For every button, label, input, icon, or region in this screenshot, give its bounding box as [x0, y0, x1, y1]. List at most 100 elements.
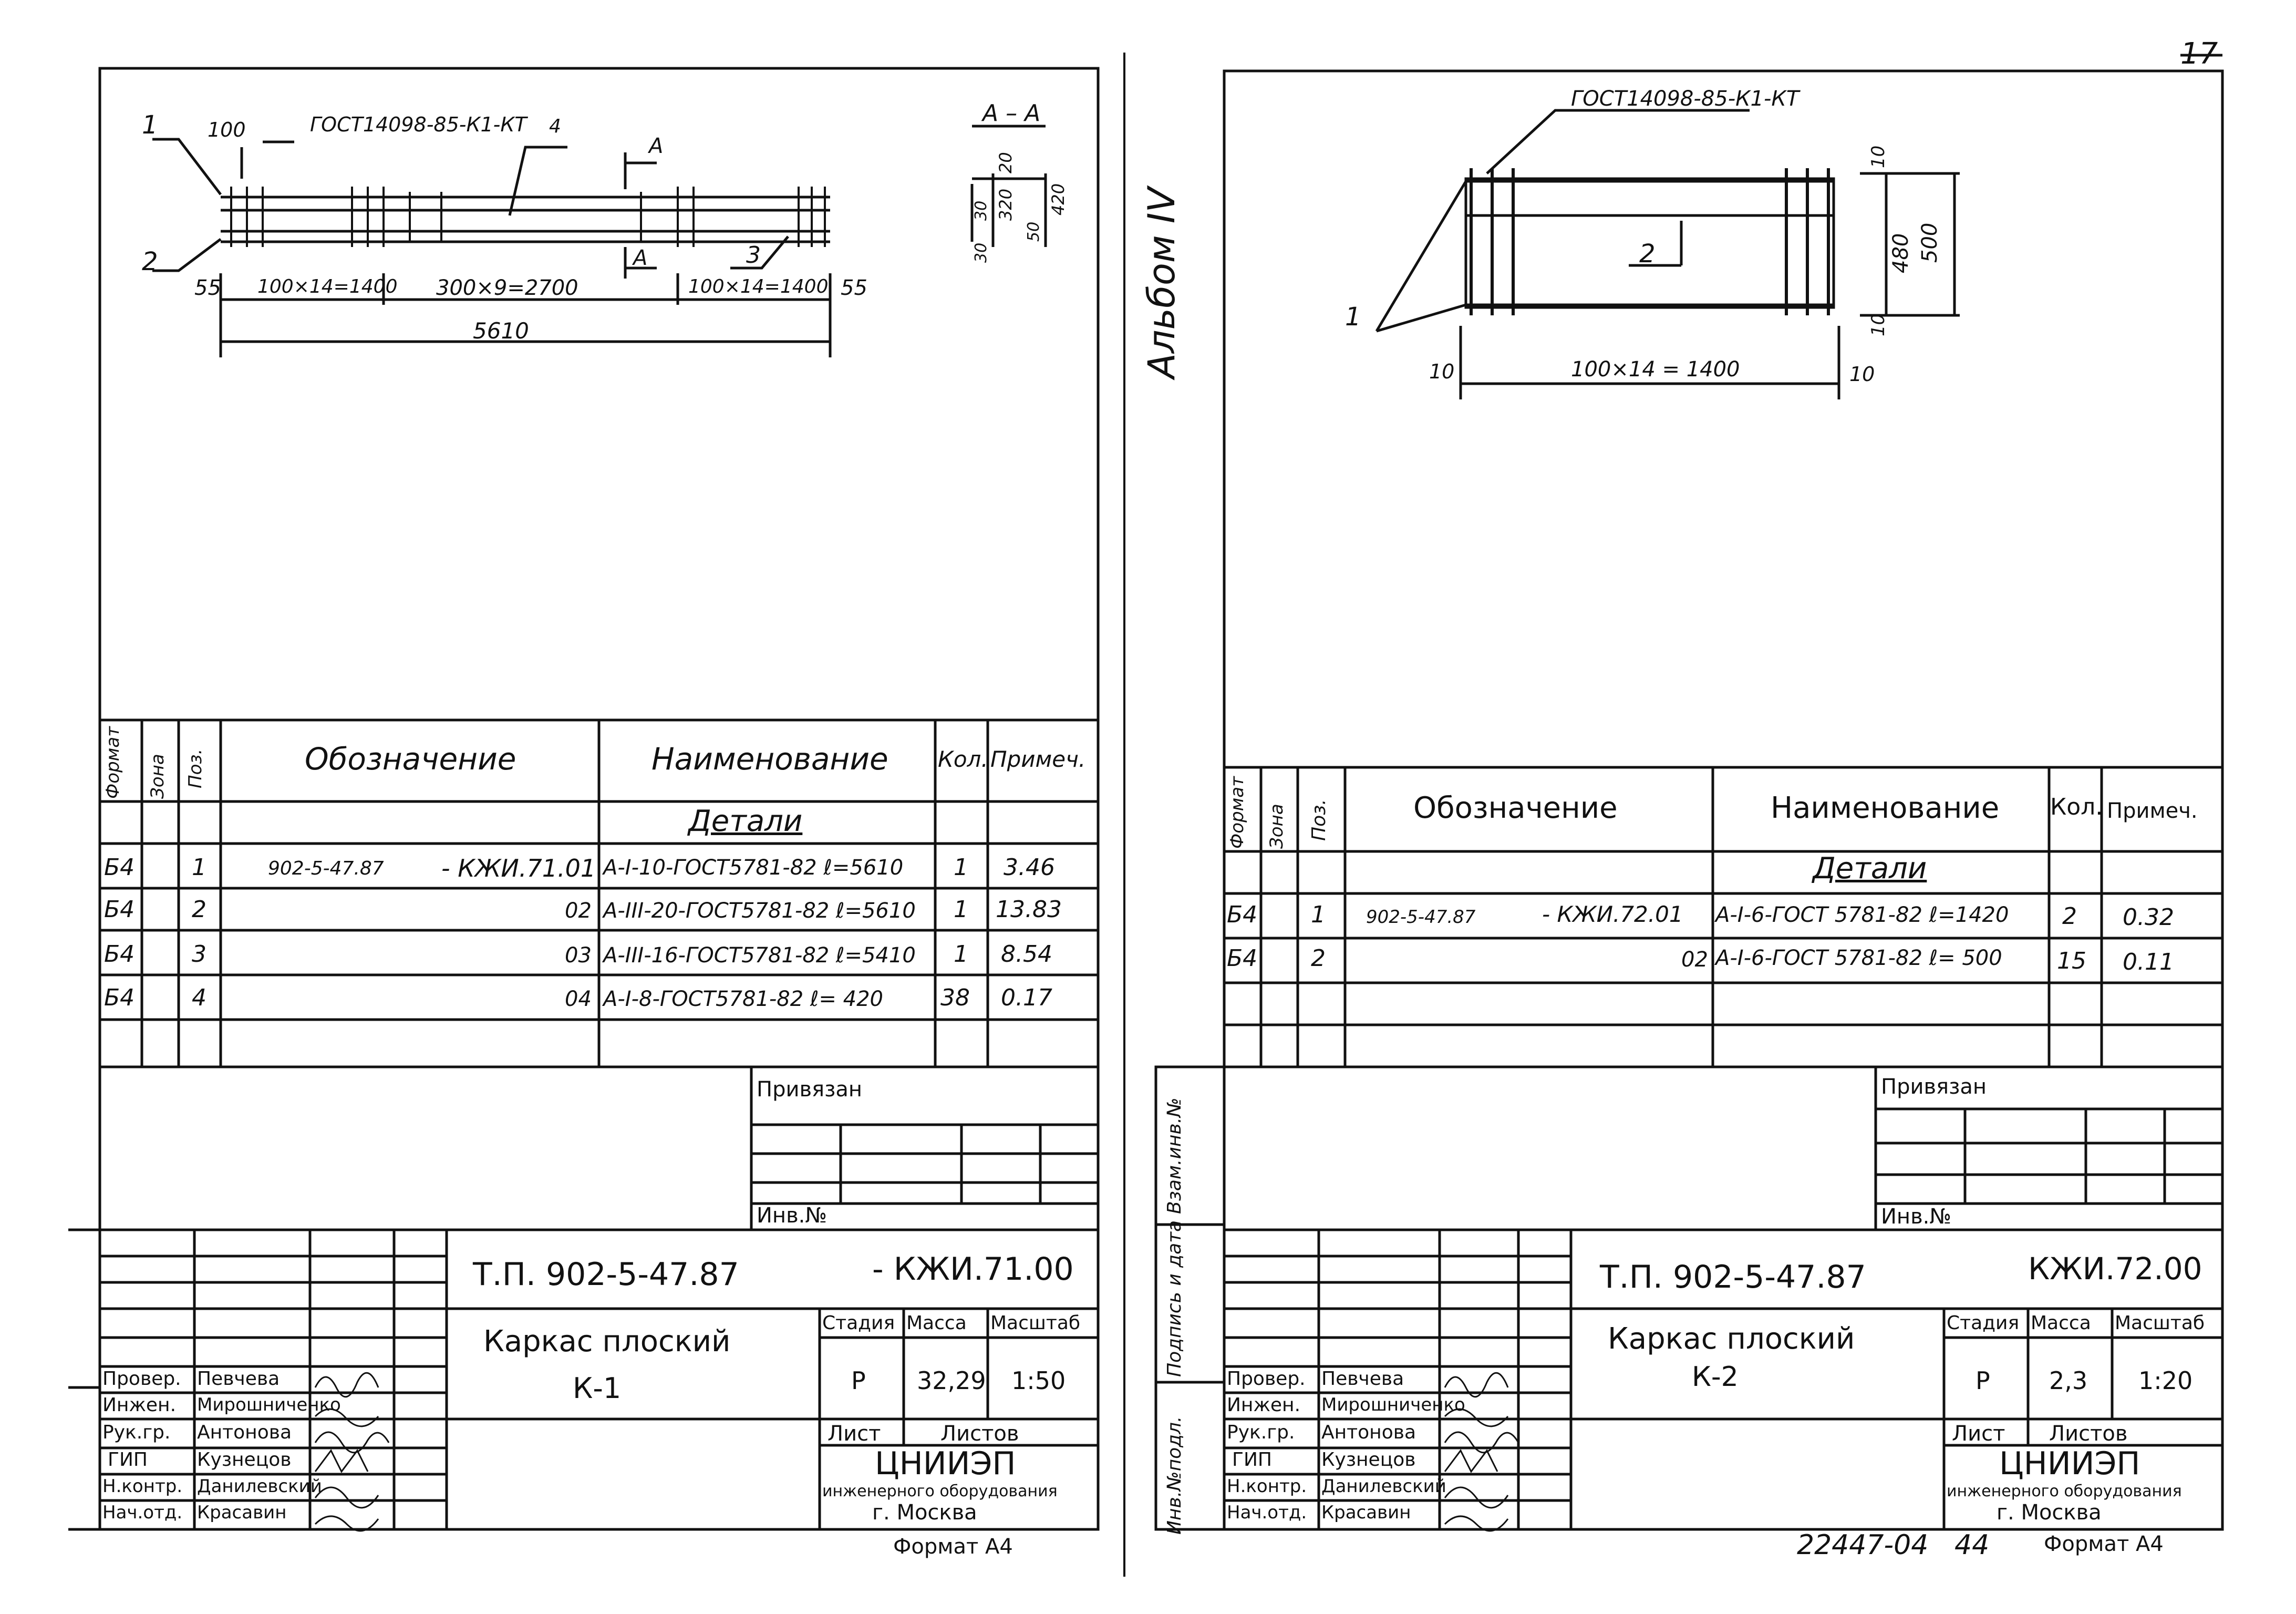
- archive-number: 22447-04: [1797, 1529, 1929, 1561]
- scale-value: 1:20: [2138, 1366, 2193, 1395]
- row-name: А-I-8-ГОСТ5781-82 ℓ= 420: [603, 987, 883, 1011]
- spec-header-designation: Обозначение: [305, 741, 516, 777]
- row-note: 0.11: [2123, 949, 2174, 975]
- row-pos: 1: [192, 854, 206, 881]
- gost-label: ГОСТ14098-85-К1-КТ: [1571, 87, 1799, 111]
- row-designation-b: 02: [565, 899, 592, 923]
- mass-label: Масса: [906, 1312, 967, 1334]
- role-label: Провер.: [1227, 1368, 1306, 1390]
- row-qty: 38: [940, 984, 970, 1011]
- row-format: Б4: [1227, 945, 1258, 972]
- spec-header-note: Примеч.: [990, 746, 1086, 772]
- archive-page: 44: [1954, 1529, 1990, 1561]
- role-label: Рук.гр.: [102, 1422, 171, 1443]
- sheets-label: Листов: [940, 1422, 1019, 1446]
- spec-header-qty: Кол.: [938, 746, 988, 772]
- sec-30b: 30: [972, 200, 990, 221]
- leader-1: 1: [1345, 302, 1361, 332]
- dim-500: 500: [1918, 222, 1942, 263]
- row-qty: 15: [2057, 948, 2086, 974]
- project-number: Т.П. 902-5-47.87: [473, 1256, 739, 1293]
- row-designation-a: 902-5-47.87: [268, 858, 384, 879]
- row-format: Б4: [104, 896, 135, 923]
- spec-header-pos: Поз.: [1308, 799, 1330, 841]
- dim-55-right: 55: [841, 276, 867, 300]
- sec-420: 420: [1048, 183, 1068, 215]
- row-note: 13.83: [996, 896, 1062, 923]
- row-note: 0.32: [2123, 904, 2174, 931]
- org-name: ЦНИИЭП: [1999, 1445, 2140, 1482]
- role-label: Рук.гр.: [1227, 1422, 1295, 1443]
- role-label: Инжен.: [102, 1394, 177, 1416]
- mass-value: 2,3: [2049, 1366, 2088, 1395]
- role-person: Кузнецов: [1321, 1449, 1416, 1471]
- row-name: А-I-6-ГОСТ 5781-82 ℓ=1420: [1715, 903, 2009, 927]
- org-line3: г. Москва: [872, 1500, 977, 1525]
- row-format: Б4: [104, 984, 135, 1011]
- row-name: А-III-16-ГОСТ5781-82 ℓ=5410: [603, 943, 916, 968]
- dim-right-span: 100×14=1400: [688, 276, 829, 297]
- spec-header-zone: Зона: [147, 754, 168, 799]
- mass-label: Масса: [2031, 1312, 2091, 1334]
- spec-header-qty: Кол.: [2050, 794, 2103, 820]
- stage-label: Стадия: [1947, 1312, 2020, 1334]
- row-note: 8.54: [1001, 941, 1052, 968]
- role-person: Кузнецов: [197, 1449, 292, 1471]
- inv-no-label: Инв.№: [757, 1204, 827, 1228]
- spec-header-format: Формат: [1227, 776, 1248, 849]
- dim-10-bottom: 10: [1868, 313, 1889, 336]
- row-designation-b: - КЖИ.72.01: [1542, 901, 1683, 927]
- privyazan-label: Привязан: [1881, 1075, 1987, 1099]
- sec-320: 320: [996, 188, 1016, 221]
- sec-30: 30: [972, 242, 990, 263]
- mass-value: 32,29: [917, 1366, 986, 1395]
- spec-header-format: Формат: [102, 726, 123, 799]
- section-title: А – А: [982, 100, 1041, 127]
- org-line3: г. Москва: [1997, 1500, 2102, 1525]
- row-qty: 1: [954, 896, 968, 923]
- gost-label: ГОСТ14098-85-К1-КТ: [310, 113, 527, 136]
- role-person: Мирошниченко: [197, 1394, 341, 1415]
- document-code: КЖИ.72.00: [2028, 1251, 2202, 1287]
- dim-span: 100×14 = 1400: [1571, 357, 1740, 382]
- row-pos: 1: [1311, 901, 1326, 928]
- row-designation-a: 902-5-47.87: [1366, 907, 1476, 928]
- dim-10-top: 10: [1868, 145, 1889, 168]
- role-person: Антонова: [197, 1422, 292, 1443]
- spec-section-title: Детали: [688, 804, 803, 838]
- row-designation-b: - КЖИ.71.01: [441, 854, 596, 882]
- row-qty: 1: [954, 854, 968, 881]
- org-line2: инженерного оборудования: [1947, 1482, 2182, 1500]
- dim-10-left: 10: [1429, 360, 1455, 383]
- role-label: Н.контр.: [1227, 1476, 1307, 1497]
- role-person: Антонова: [1321, 1422, 1416, 1443]
- spec-header-designation: Обозначение: [1413, 791, 1618, 825]
- role-label: Провер.: [102, 1368, 181, 1390]
- dim-mid-span: 300×9=2700: [436, 276, 578, 300]
- row-note: 0.17: [1001, 984, 1052, 1011]
- gost-pos: 4: [549, 116, 561, 137]
- row-pos: 4: [192, 984, 206, 1011]
- section-mark-top: А: [649, 134, 664, 158]
- section-mark-bottom: А: [633, 246, 648, 270]
- dim-480: 480: [1889, 233, 1913, 273]
- row-pos: 2: [1311, 945, 1326, 972]
- role-label: ГИП: [1232, 1449, 1272, 1471]
- role-person: Данилевский: [197, 1476, 322, 1497]
- role-label: Инжен.: [1227, 1394, 1301, 1416]
- role-label: Нач.отд.: [102, 1502, 183, 1523]
- title-name-line2: К-1: [573, 1372, 622, 1405]
- role-person: Данилевский: [1321, 1476, 1446, 1497]
- title-name-line1: Каркас плоский: [483, 1324, 731, 1359]
- dim-10-right: 10: [1849, 363, 1875, 386]
- stage-value: Р: [1976, 1366, 1990, 1395]
- leader-2: 2: [1639, 239, 1656, 269]
- spec-header-pos: Поз.: [185, 748, 206, 788]
- row-pos: 2: [192, 896, 206, 923]
- row-qty: 2: [2062, 903, 2077, 930]
- row-name: А-III-20-ГОСТ5781-82 ℓ=5610: [603, 899, 916, 923]
- row-format: Б4: [104, 854, 135, 881]
- row-qty: 1: [954, 941, 968, 968]
- format-label: Формат А4: [2044, 1532, 2164, 1556]
